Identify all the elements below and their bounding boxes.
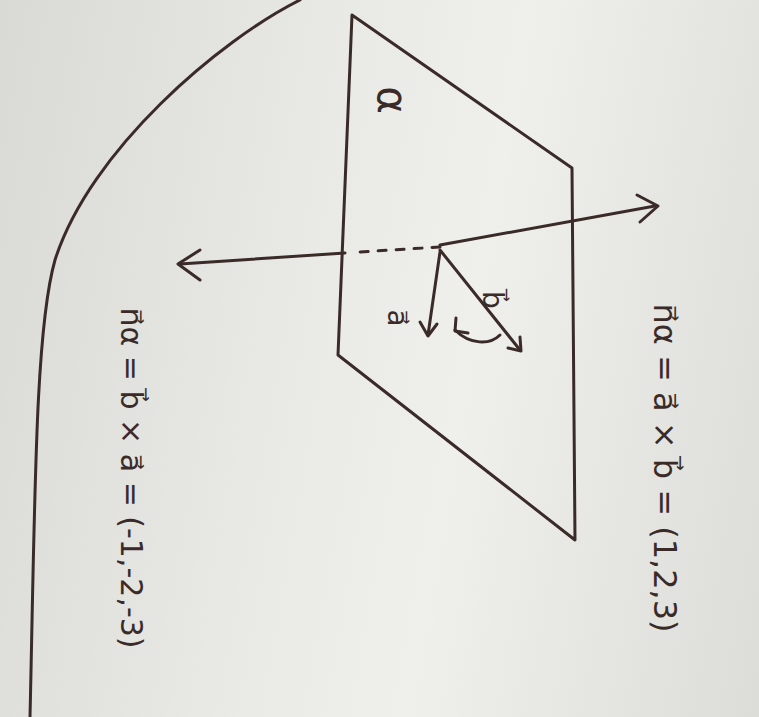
vector-b <box>440 250 520 350</box>
arrowhead <box>455 318 468 333</box>
vector-a <box>428 252 440 335</box>
arrowhead <box>178 250 200 280</box>
arrowhead <box>508 337 521 351</box>
normal-formula: n⃗α = b⃗ × a⃗ = (-1,-2,-3) <box>115 307 145 648</box>
plane-outline <box>338 15 575 540</box>
plane-name: α <box>371 86 413 114</box>
vector-name: a⃗ <box>382 309 410 326</box>
normal-formula: n⃗α = a⃗ × b⃗ = (1,2,3) <box>648 303 680 632</box>
separator-curve <box>30 0 300 717</box>
normal-arrow-up <box>440 206 655 245</box>
arrowhead <box>420 322 437 336</box>
vector-name: b⃗ <box>478 291 506 309</box>
arrowhead <box>637 195 658 222</box>
normal-arrow-down <box>180 253 345 264</box>
normal-hidden <box>360 247 440 252</box>
